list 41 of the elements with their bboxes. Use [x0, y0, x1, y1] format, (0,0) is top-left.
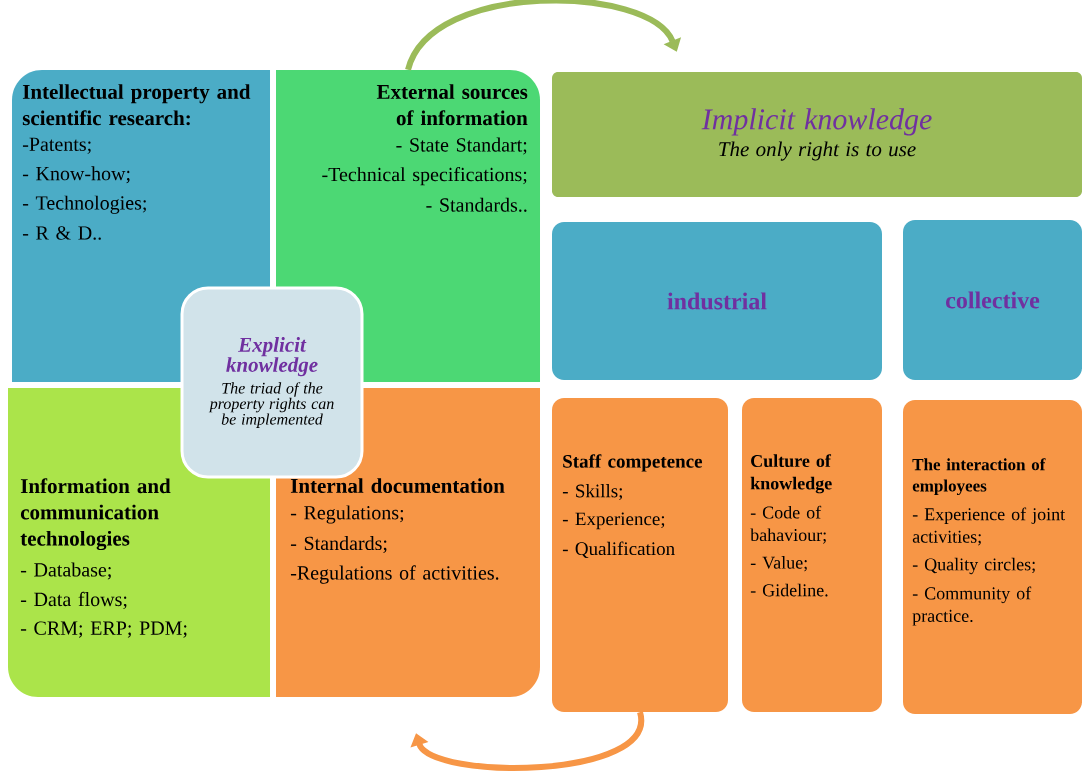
- title: industrial: [667, 292, 767, 310]
- list-item: -Patents;: [22, 137, 91, 154]
- curved-arrow: [405, 0, 682, 72]
- heading: External sources of information: [376, 84, 528, 126]
- list-item: - Data flows;: [20, 591, 127, 610]
- title: Explicit knowledge: [226, 337, 318, 377]
- knowledge-box: [552, 222, 882, 380]
- title: Implicit knowledge: [701, 108, 932, 136]
- heading: Internal documentation: [290, 478, 505, 493]
- knowledge-box: [180, 286, 364, 479]
- list-item: - Experience of joint activities;: [912, 507, 1066, 546]
- knowledge-box: [903, 220, 1082, 380]
- list-item: - Gideline.: [750, 583, 828, 597]
- heading: Staff competence: [563, 454, 703, 472]
- list-item: - Standards;: [290, 536, 387, 553]
- list-item: - Technologies;: [22, 195, 146, 214]
- knowledge-box: [552, 72, 1082, 197]
- list-item: - Know-how;: [22, 166, 130, 184]
- list-item: - Value;: [750, 556, 807, 572]
- title: collective: [946, 291, 1040, 309]
- list-item: - Community of practice.: [912, 586, 1032, 626]
- heading: Culture of knowledge: [750, 454, 832, 494]
- subtitle: The only right is to use: [719, 141, 916, 161]
- list-item: -Technical specifications;: [322, 166, 527, 186]
- heading: The interaction of employees: [912, 458, 1046, 496]
- list-item: - CRM; ERP; PDM;: [20, 621, 187, 638]
- list-item: - R & D..: [22, 226, 101, 240]
- list-item: - Code of bahaviour;: [750, 505, 826, 544]
- list-item: - Skills;: [562, 484, 622, 501]
- list-item: - Qualification: [562, 541, 675, 558]
- heading: Information and communication technologies: [20, 478, 171, 551]
- list-item: - Standards..: [426, 197, 527, 212]
- list-item: - Regulations;: [290, 505, 404, 524]
- list-item: - Quality circles;: [912, 557, 1035, 575]
- subtitle: The triad of the property rights can be implemented: [208, 382, 334, 428]
- heading: Intellectual property and scientific research:: [22, 84, 251, 126]
- list-item: -Regulations of activities.: [290, 565, 499, 584]
- curved-arrow: [410, 712, 644, 771]
- list-item: - Experience;: [562, 512, 665, 530]
- list-item: - Database;: [20, 562, 111, 580]
- list-item: - State Standart;: [396, 137, 527, 155]
